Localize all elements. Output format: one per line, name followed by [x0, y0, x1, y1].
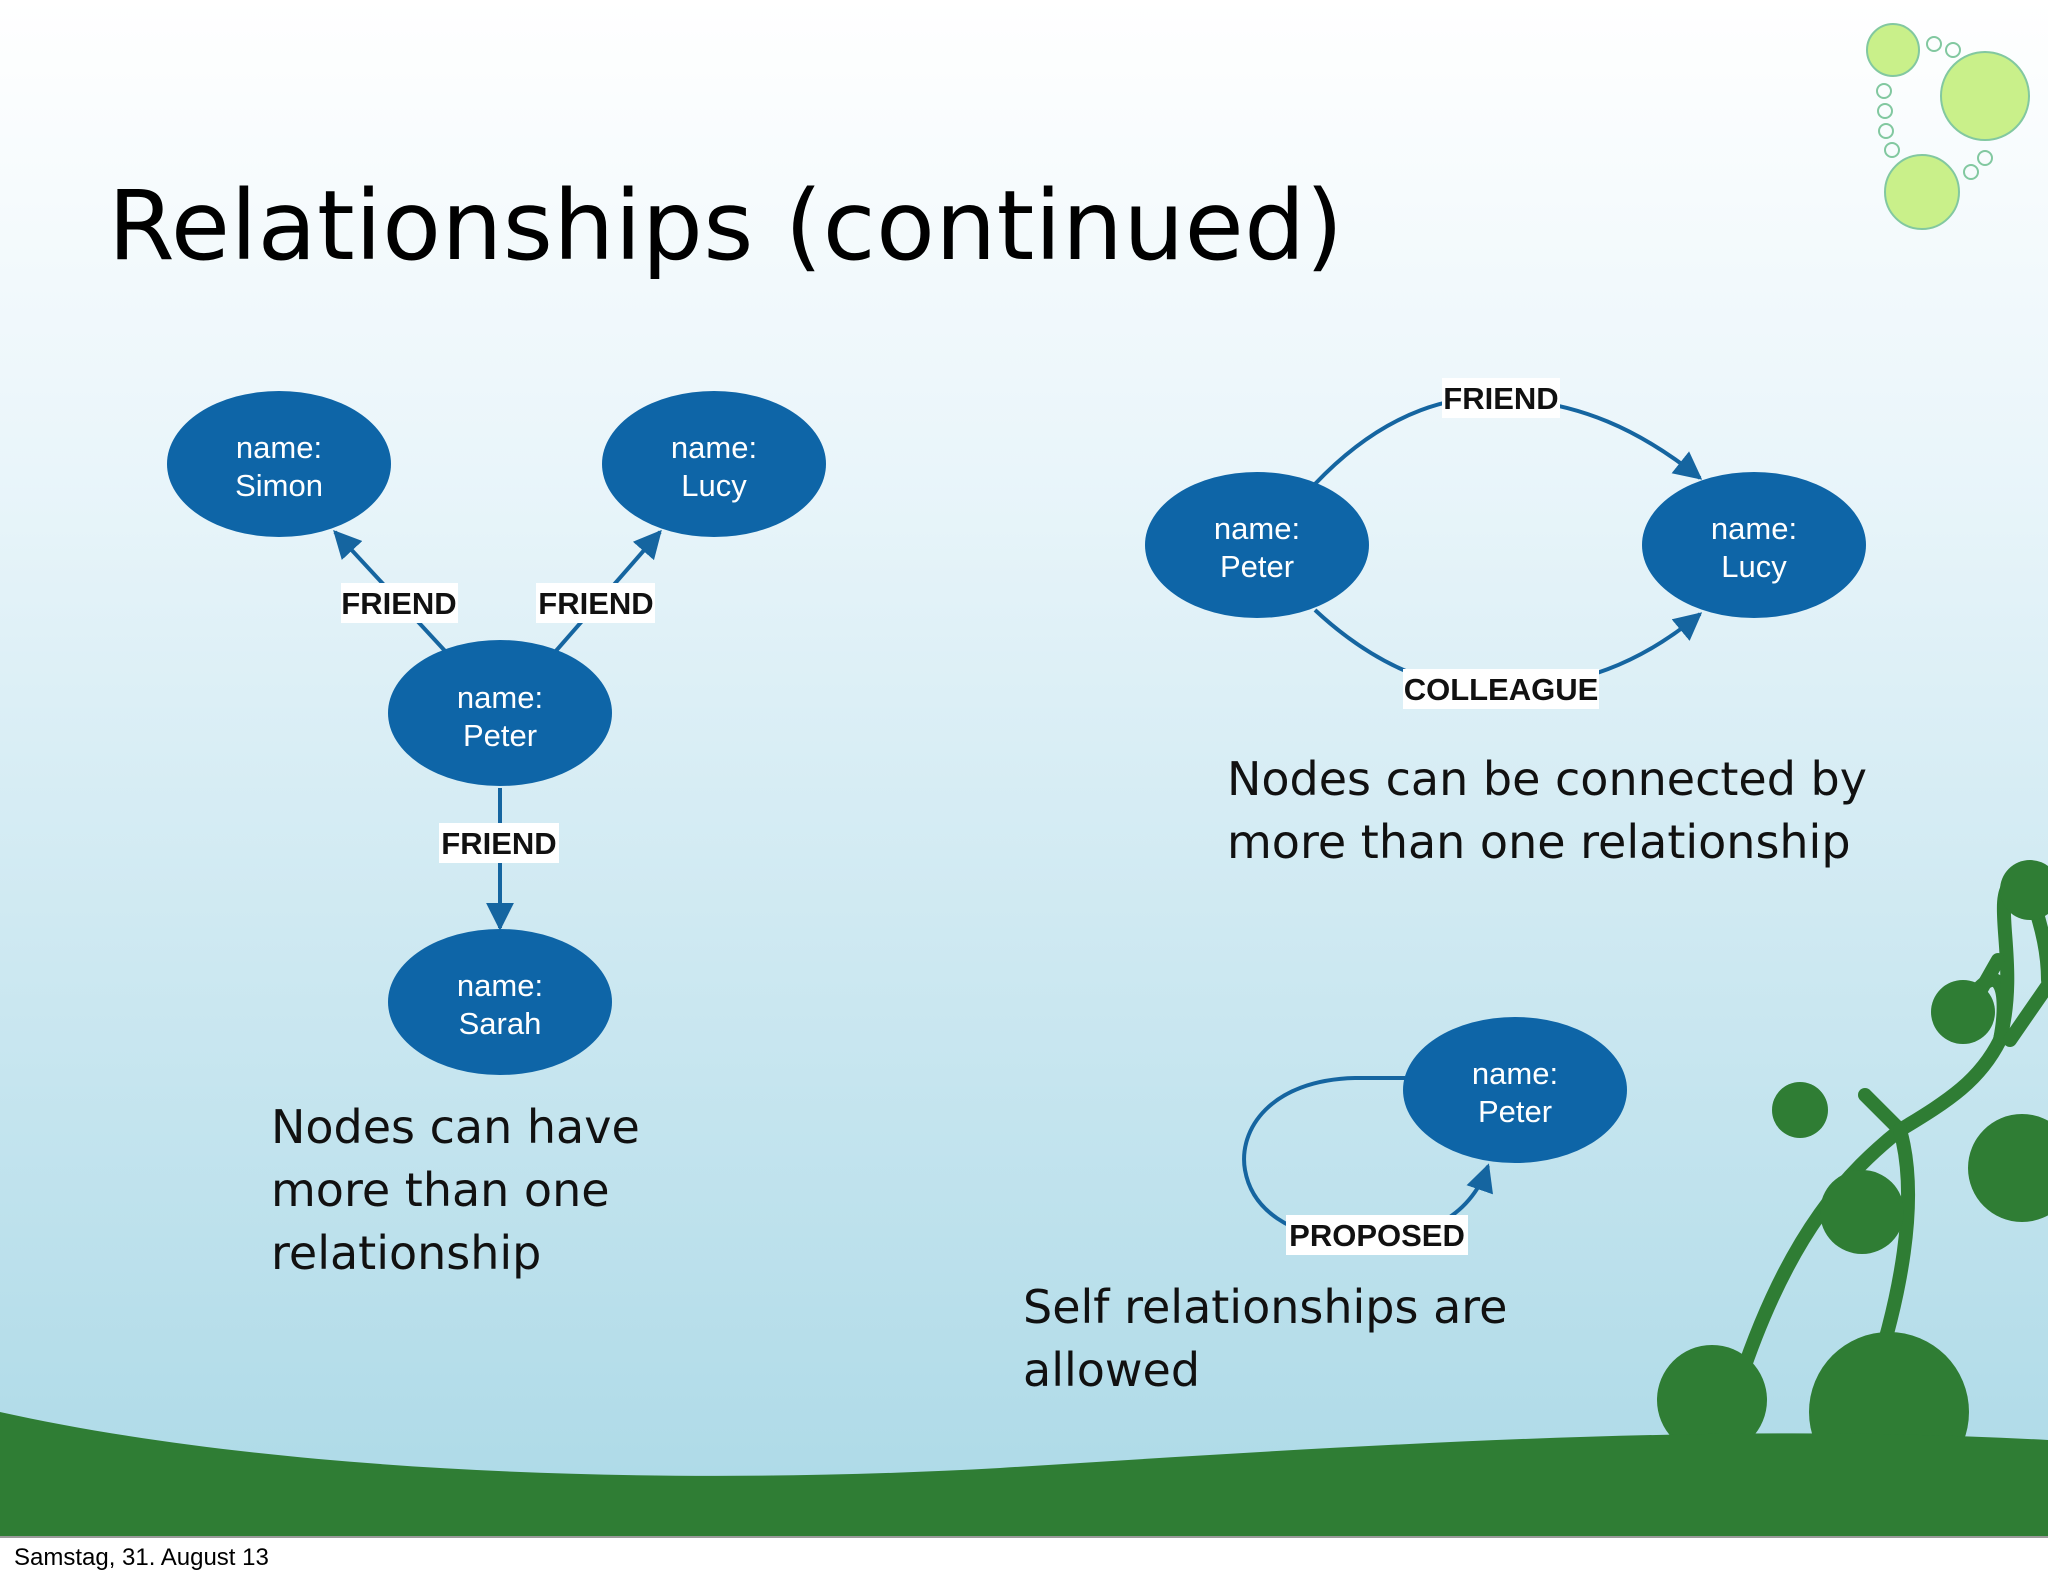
node-lucy-multi: name: Lucy	[1642, 472, 1866, 618]
footer-bar: Samstag, 31. August 13	[0, 1536, 2048, 1578]
svg-text:FRIEND: FRIEND	[441, 826, 556, 861]
svg-text:name:: name:	[671, 430, 757, 465]
svg-text:COLLEAGUE: COLLEAGUE	[1404, 672, 1599, 707]
caption-tree-line: more than one	[271, 1163, 610, 1217]
caption-multi: Nodes can be connected by more than one …	[1227, 748, 1867, 874]
node-simon: name: Simon	[167, 391, 391, 537]
edge-label-friend: FRIEND	[1442, 378, 1560, 418]
caption-tree: Nodes can have more than one relationshi…	[271, 1096, 640, 1285]
caption-multi-line: more than one relationship	[1227, 815, 1851, 869]
diagram-multi: FRIEND COLLEAGUE name: Peter name: Lucy	[1145, 378, 1866, 709]
svg-text:FRIEND: FRIEND	[1443, 381, 1558, 416]
svg-text:PROPOSED: PROPOSED	[1289, 1218, 1465, 1253]
svg-text:FRIEND: FRIEND	[538, 586, 653, 621]
green-hill	[0, 1412, 2048, 1536]
svg-text:name:: name:	[236, 430, 322, 465]
edge-label-colleague: COLLEAGUE	[1403, 669, 1599, 709]
svg-text:name:: name:	[457, 968, 543, 1003]
caption-tree-line: Nodes can have	[271, 1100, 640, 1154]
caption-multi-line: Nodes can be connected by	[1227, 752, 1867, 806]
footer-date: Samstag, 31. August 13	[14, 1544, 269, 1571]
svg-text:name:: name:	[1472, 1056, 1558, 1091]
caption-self-line: allowed	[1023, 1343, 1201, 1397]
edge-label-proposed: PROPOSED	[1286, 1215, 1468, 1255]
node-lucy: name: Lucy	[602, 391, 826, 537]
svg-text:Sarah: Sarah	[459, 1006, 542, 1041]
svg-text:Lucy: Lucy	[681, 468, 747, 503]
svg-text:Peter: Peter	[1220, 549, 1294, 584]
svg-text:Peter: Peter	[1478, 1094, 1552, 1129]
caption-self-line: Self relationships are	[1023, 1280, 1508, 1334]
edge-label-peter-sarah: FRIEND	[439, 823, 559, 863]
caption-self: Self relationships are allowed	[1023, 1276, 1507, 1402]
svg-text:name:: name:	[1214, 511, 1300, 546]
edge-label-peter-simon: FRIEND	[341, 583, 458, 623]
node-peter-self: name: Peter	[1403, 1017, 1627, 1163]
bubbles-decoration	[1866, 23, 2030, 230]
node-peter-multi: name: Peter	[1145, 472, 1369, 618]
caption-tree-line: relationship	[271, 1226, 542, 1280]
svg-text:name:: name:	[457, 680, 543, 715]
node-sarah: name: Sarah	[388, 929, 612, 1075]
edge-label-peter-lucy: FRIEND	[536, 583, 655, 623]
svg-text:Lucy: Lucy	[1721, 549, 1787, 584]
svg-text:FRIEND: FRIEND	[341, 586, 456, 621]
diagram-tree: FRIEND FRIEND FRIEND name: Simon name: L…	[167, 391, 826, 1075]
svg-text:Peter: Peter	[463, 718, 537, 753]
svg-text:name:: name:	[1711, 511, 1797, 546]
slide-title: Relationships (continued)	[108, 170, 1344, 282]
svg-text:Simon: Simon	[235, 468, 323, 503]
diagram-self: PROPOSED name: Peter	[1242, 1017, 1627, 1255]
node-peter: name: Peter	[388, 640, 612, 786]
